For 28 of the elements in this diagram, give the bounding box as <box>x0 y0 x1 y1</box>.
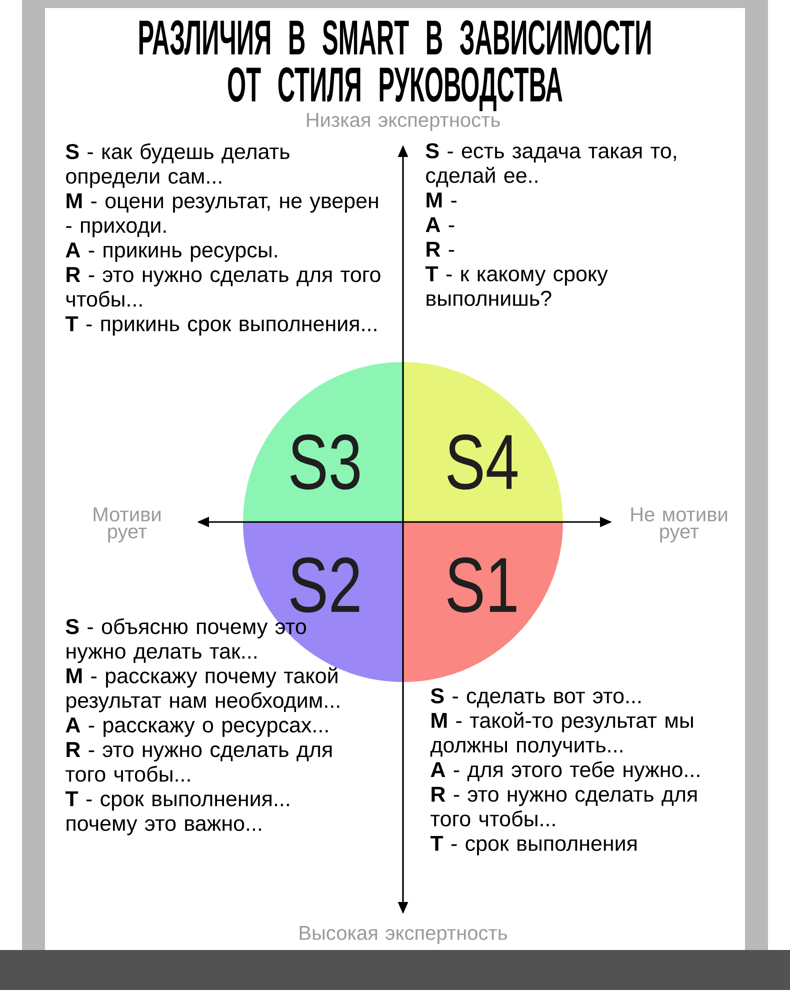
title: РАЗЛИЧИЯ В SMART В ЗАВИСИМОСТИ ОТ СТИЛЯ РУКОВОДСТВА <box>139 20 651 112</box>
smart-line: S - есть задача такая то, сделай ее.. <box>426 143 676 188</box>
axis-label: Низкая экспертность <box>307 113 500 131</box>
smart-line: A - расскажу о ресурсах... <box>66 718 328 737</box>
quadrant-sector: S4 <box>403 362 563 522</box>
smart-line: M - <box>426 192 456 208</box>
axis-label: Высокая экспертность <box>300 926 507 944</box>
smart-line: S - как будешь делать определи сам... <box>66 143 290 188</box>
smart-line: A - прикинь ресурсы. <box>66 242 277 262</box>
smart-line: T - срок выполнения <box>430 836 636 856</box>
smart-line: R - это нужно сделать для того чтобы... <box>430 786 697 826</box>
smart-line: R - это нужно сделать для того чтобы... <box>66 742 332 782</box>
smart-line: A - <box>426 217 454 232</box>
smart-line: R - это нужно сделать для того чтобы... <box>66 267 380 307</box>
axis-label: Не мотиви рует <box>631 508 728 542</box>
smart-line: R - <box>426 242 454 257</box>
smart-line: T - срок выполнения... почему это важно... <box>65 791 289 836</box>
smart-line: A - для этого тебе нужно... <box>430 761 700 782</box>
quadrant-sector: S3 <box>243 362 403 522</box>
smart-line: S - объясню почему это нужно делать так... <box>66 618 306 664</box>
smart-line: T - к какому сроку выполнишь? <box>425 266 608 306</box>
quadrant-sector: S1 <box>403 522 563 682</box>
axis-label: Мотиви рует <box>94 508 160 542</box>
smart-line: M - такой-то результат мы должны получить... <box>430 712 693 757</box>
smart-line: S - сделать вот это... <box>430 688 640 708</box>
smart-line: T - прикинь срок выполнения... <box>65 316 376 336</box>
smart-line: M - расскажу почему такой результат нам необходим... <box>66 667 340 712</box>
smart-line: M - оцени результат, не уверен - приходи. <box>66 193 378 238</box>
